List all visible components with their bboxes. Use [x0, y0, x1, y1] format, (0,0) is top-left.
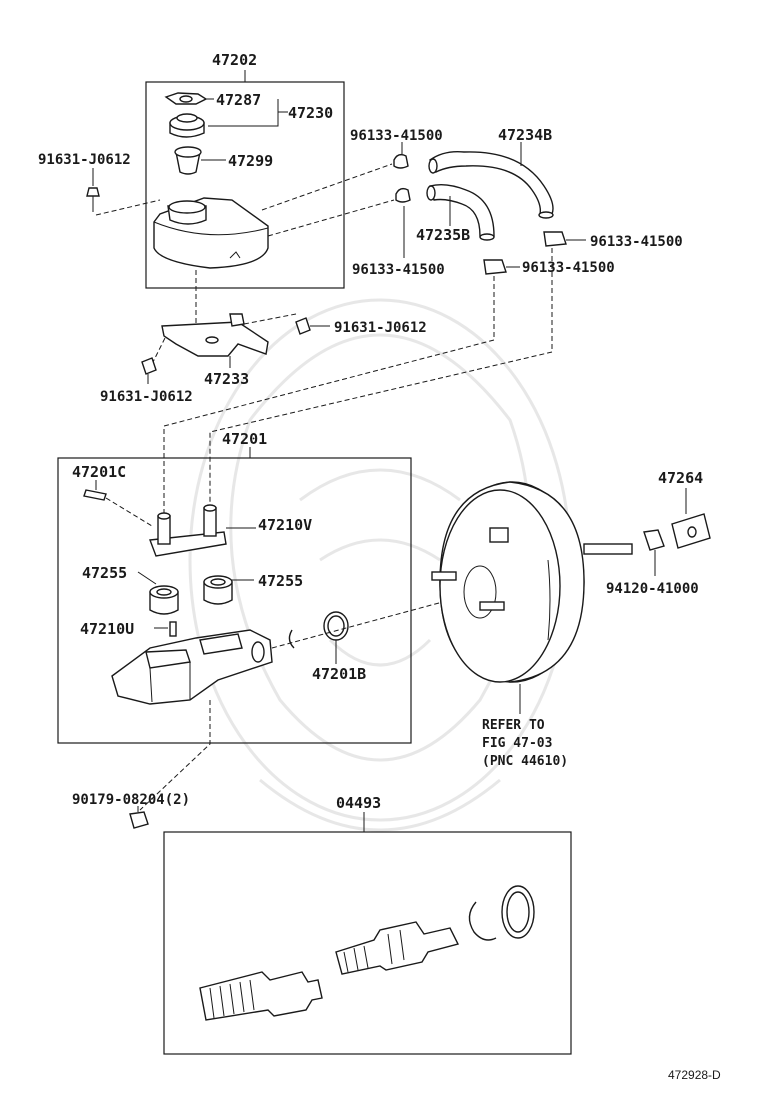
label-90179: 90179-08204(2)	[72, 792, 190, 808]
master-cylinder-body	[111, 629, 273, 705]
clamp-96133-b	[395, 187, 411, 203]
label-96133-d: 96133-41500	[522, 260, 615, 276]
seal-47255-left	[149, 585, 179, 615]
label-47202: 47202	[212, 51, 257, 69]
label-47230: 47230	[288, 104, 333, 122]
bracket-47233	[161, 313, 269, 357]
label-47235B: 47235B	[416, 226, 470, 244]
nut-94120	[643, 529, 665, 551]
clamp-96133-a	[393, 153, 409, 169]
label-47234B: 47234B	[498, 126, 552, 144]
label-47201C: 47201C	[72, 463, 126, 481]
piston-primary	[199, 971, 323, 1021]
label-47233: 47233	[204, 370, 249, 388]
seal-ring	[501, 885, 535, 939]
pin-47210U	[169, 621, 177, 637]
label-47210U: 47210U	[80, 620, 134, 638]
clevis-47264	[671, 513, 711, 549]
label-96133-c: 96133-41500	[590, 234, 683, 250]
label-47201: 47201	[222, 430, 267, 448]
strainer-47299	[174, 146, 202, 175]
reservoir-tank	[153, 197, 269, 269]
master-cylinder-group-box	[57, 457, 412, 744]
hose-47235B	[426, 183, 495, 241]
piston-secondary	[335, 921, 460, 975]
pin-47201C	[83, 489, 107, 501]
figure-code: 472928-D	[668, 1068, 721, 1082]
grommet-plate-47210V	[149, 504, 227, 557]
snap-ring	[468, 901, 497, 941]
brake-booster	[431, 481, 633, 683]
ref-line-1: REFER TO	[482, 718, 545, 733]
label-47287: 47287	[216, 91, 261, 109]
seal-47255-right	[203, 575, 233, 605]
label-47255-left: 47255	[82, 564, 127, 582]
label-96133-b: 96133-41500	[352, 262, 445, 278]
nut-90179	[129, 811, 149, 829]
label-47255-right: 47255	[258, 572, 303, 590]
repair-kit-group-box	[163, 831, 572, 1055]
label-47264: 47264	[658, 469, 703, 487]
o-ring-47201B	[323, 611, 349, 641]
bolt-91631-left	[86, 187, 100, 212]
ref-line-3: (PNC 44610)	[482, 754, 568, 769]
gasket-47287	[164, 92, 208, 105]
bolt-91631-right	[295, 317, 330, 335]
label-96133-a: 96133-41500	[350, 128, 443, 144]
label-47210V: 47210V	[258, 516, 312, 534]
label-94120: 94120-41000	[606, 581, 699, 597]
label-47201B: 47201B	[312, 665, 366, 683]
label-91631-c: 91631-J0612	[100, 389, 193, 405]
ref-line-2: FIG 47-03	[482, 736, 552, 751]
label-91631-b: 91631-J0612	[334, 320, 427, 336]
label-04493: 04493	[336, 794, 381, 812]
clamp-96133-d	[483, 259, 507, 275]
label-47299: 47299	[228, 152, 273, 170]
label-91631-a: 91631-J0612	[38, 152, 131, 168]
hose-47234B	[428, 150, 554, 219]
bolt-91631-lower	[141, 357, 157, 384]
clamp-96133-c	[543, 231, 567, 247]
cap-47230	[169, 113, 205, 138]
